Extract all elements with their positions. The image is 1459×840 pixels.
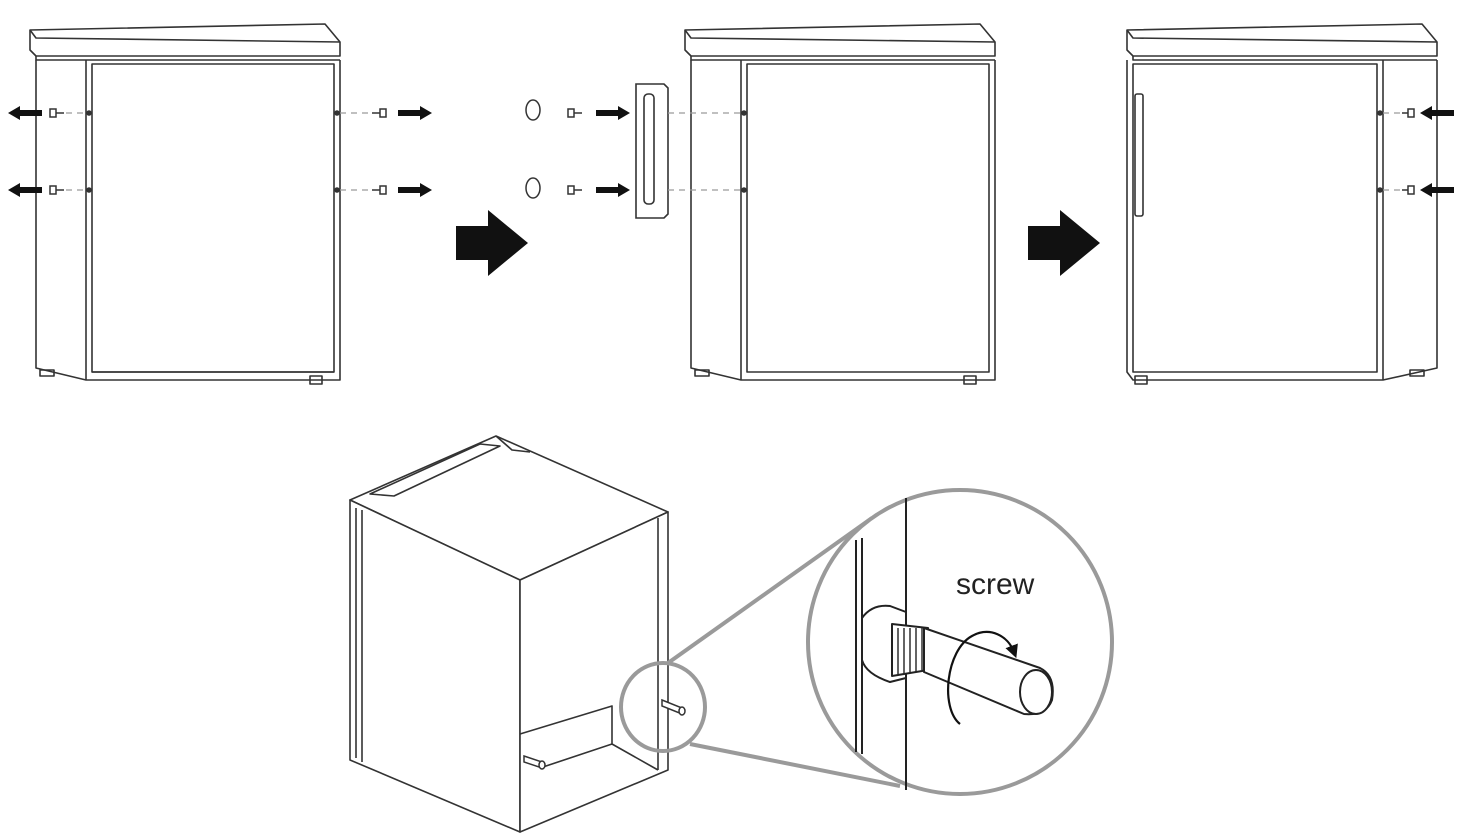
step3-guides [1383, 112, 1402, 191]
arrow-right-icon [596, 106, 630, 120]
arrow-right-icon [596, 183, 630, 197]
step3-fridge [1126, 23, 1438, 385]
arrow-left-icon [8, 183, 42, 197]
arrow-left-icon [8, 106, 42, 120]
screw-label: screw [956, 568, 1035, 601]
step2-caps [525, 99, 582, 199]
step1-arrows [8, 106, 432, 197]
step1-screws [49, 108, 387, 195]
screw-icon [372, 185, 387, 195]
arrow-left-icon [1420, 106, 1454, 120]
step3-arrows [1420, 106, 1454, 197]
step2-fridge [684, 23, 996, 385]
step3-screws [1402, 108, 1415, 195]
step2-guides [668, 112, 742, 191]
cap-icon [525, 99, 541, 121]
step1-guides [66, 112, 372, 191]
callout-lines [666, 516, 901, 788]
arrow-right-icon [398, 106, 432, 120]
arrow-left-icon [1420, 183, 1454, 197]
step1-fridge [29, 23, 341, 385]
rear-view-fridge [349, 435, 669, 833]
step2-arrows [596, 106, 630, 197]
cap-icon [525, 177, 541, 199]
callout-ring [619, 661, 707, 753]
screw-icon [49, 108, 64, 118]
screw-icon [567, 108, 582, 118]
foot-pins [523, 698, 686, 770]
door-handle [635, 83, 669, 219]
step-arrow-icon [456, 210, 528, 276]
screw-icon [567, 185, 582, 195]
screw-icon [1402, 185, 1415, 195]
magnified-pin [855, 498, 1054, 790]
screw-icon [49, 185, 64, 195]
screw-icon [372, 108, 387, 118]
screw-icon [1402, 108, 1415, 118]
step-arrow-icon [1028, 210, 1100, 276]
rotate-arrow-icon [947, 630, 1018, 725]
arrow-right-icon [398, 183, 432, 197]
